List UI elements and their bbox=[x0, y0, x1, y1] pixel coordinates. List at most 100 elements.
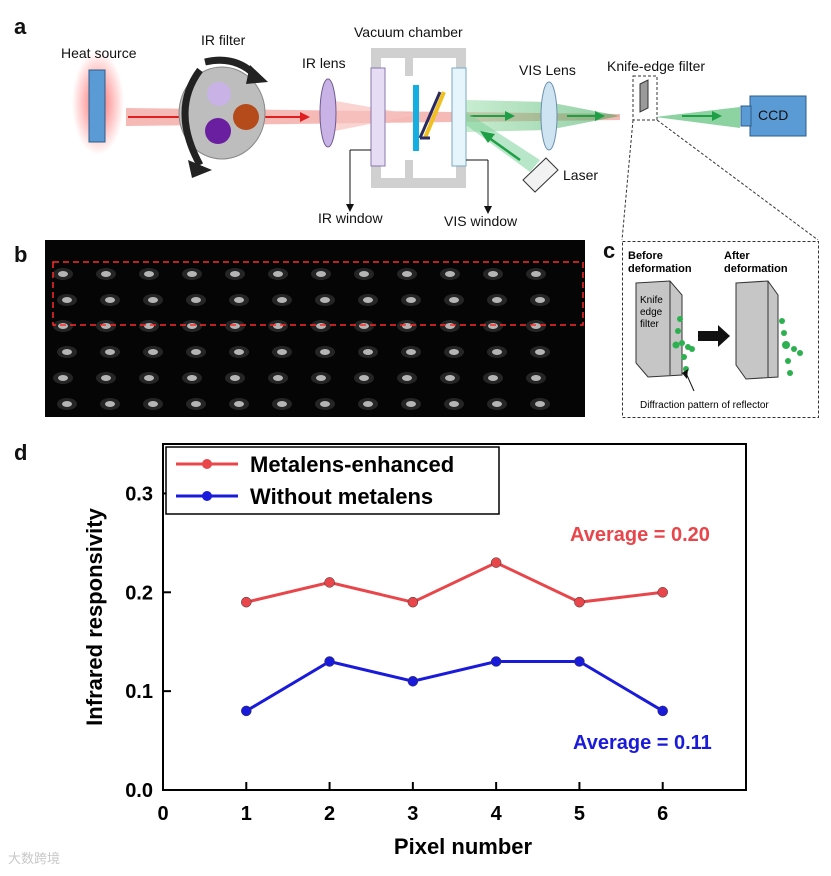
svg-text:Knife: Knife bbox=[640, 295, 663, 306]
svg-text:edge: edge bbox=[640, 307, 663, 318]
before-label: Before bbox=[628, 250, 663, 262]
diffraction-spot-halo bbox=[354, 320, 374, 332]
diffraction-spot bbox=[363, 349, 373, 355]
data-point bbox=[574, 656, 585, 667]
diffraction-spot-halo bbox=[186, 398, 206, 410]
svg-text:deformation: deformation bbox=[724, 263, 788, 275]
x-tick-label: 6 bbox=[657, 803, 668, 825]
series-line-1 bbox=[245, 560, 663, 604]
diffraction-spot bbox=[531, 271, 541, 277]
transform-arrow-icon bbox=[698, 325, 730, 347]
x-tick-label: 3 bbox=[407, 803, 418, 825]
vis-window bbox=[451, 67, 467, 167]
diffraction-spot bbox=[234, 349, 244, 355]
diffraction-spot bbox=[531, 375, 541, 381]
panel-label-a: a bbox=[14, 14, 27, 39]
diffraction-spot-halo bbox=[444, 294, 464, 306]
diffraction-spot bbox=[62, 349, 72, 355]
optical-setup-diagram bbox=[72, 48, 819, 240]
diffraction-spot bbox=[320, 401, 330, 407]
diffraction-spot bbox=[277, 401, 287, 407]
diffraction-spot-halo bbox=[225, 268, 245, 280]
annotation-average-metalens: Average = 0.20 bbox=[570, 524, 710, 546]
diffraction-spot-halo bbox=[143, 346, 163, 358]
diffraction-spot bbox=[406, 349, 416, 355]
diffraction-spot bbox=[488, 375, 498, 381]
sample bbox=[413, 85, 419, 151]
diffraction-spot-halo bbox=[229, 398, 249, 410]
diffraction-spot-halo bbox=[401, 398, 421, 410]
y-tick-label: 0.0 bbox=[125, 780, 153, 802]
diffraction-spot bbox=[316, 375, 326, 381]
diffraction-spot-halo bbox=[487, 294, 507, 306]
diffraction-spot bbox=[488, 271, 498, 277]
diffraction-spot bbox=[230, 375, 240, 381]
diffraction-spot-halo bbox=[268, 320, 288, 332]
diffraction-spot bbox=[445, 375, 455, 381]
data-point bbox=[407, 596, 419, 608]
diffraction-spot-halo bbox=[311, 372, 331, 384]
diffraction-spot-halo bbox=[526, 372, 546, 384]
diffraction-spot-halo bbox=[354, 372, 374, 384]
diffraction-spot-halo bbox=[358, 398, 378, 410]
diffraction-spot bbox=[58, 375, 68, 381]
diffraction-spot bbox=[148, 297, 158, 303]
knife-edge-box bbox=[632, 75, 658, 121]
diffraction-spot bbox=[492, 401, 502, 407]
diffraction-spot-halo bbox=[483, 372, 503, 384]
legend-marker bbox=[202, 459, 212, 469]
diffraction-spot-halo bbox=[530, 398, 550, 410]
diffraction-spot-halo bbox=[143, 294, 163, 306]
diffraction-spot bbox=[363, 401, 373, 407]
x-tick-label: 5 bbox=[574, 803, 585, 825]
ir-window bbox=[370, 67, 386, 167]
diffraction-spot bbox=[535, 401, 545, 407]
diffraction-spot-halo bbox=[401, 294, 421, 306]
diffraction-spot bbox=[230, 271, 240, 277]
diffraction-spot bbox=[492, 297, 502, 303]
data-point bbox=[657, 587, 668, 598]
panel-label-c: c bbox=[603, 238, 616, 263]
diffraction-spot-halo bbox=[483, 268, 503, 280]
diffraction-spot-halo bbox=[440, 320, 460, 332]
panel-label-d: d bbox=[14, 440, 28, 465]
diffraction-spot-halo bbox=[315, 398, 335, 410]
laser bbox=[522, 157, 559, 193]
knife-edge-filter-label: Knife-edge filter bbox=[607, 58, 706, 74]
diffraction-spot bbox=[492, 349, 502, 355]
diffraction-spot bbox=[449, 401, 459, 407]
diffraction-spot bbox=[535, 349, 545, 355]
diffraction-spot bbox=[187, 271, 197, 277]
diffraction-spot bbox=[234, 401, 244, 407]
x-tick-label: 1 bbox=[241, 803, 252, 825]
diffraction-spot bbox=[277, 297, 287, 303]
diffraction-spot-halo bbox=[272, 294, 292, 306]
diffraction-spot-halo bbox=[397, 320, 417, 332]
diffraction-spot bbox=[406, 401, 416, 407]
diffraction-spot bbox=[101, 375, 111, 381]
diffraction-spot-halo bbox=[229, 294, 249, 306]
diffraction-spot-halo bbox=[53, 372, 73, 384]
ccd-label: CCD bbox=[758, 107, 789, 123]
diffraction-spot-halo bbox=[186, 346, 206, 358]
diffraction-spot-halo bbox=[100, 294, 120, 306]
diffraction-spot-halo bbox=[139, 268, 159, 280]
data-point bbox=[490, 557, 502, 568]
diffraction-spot bbox=[445, 271, 455, 277]
diffraction-spot-halo bbox=[272, 346, 292, 358]
diffraction-spot bbox=[144, 271, 154, 277]
diffraction-spot-halo bbox=[440, 268, 460, 280]
diffraction-spot-halo bbox=[315, 346, 335, 358]
diffraction-spot-halo bbox=[96, 320, 116, 332]
data-point bbox=[407, 676, 419, 687]
y-tick-label: 0.2 bbox=[125, 582, 153, 604]
diffraction-spot-halo bbox=[229, 346, 249, 358]
diffraction-spot-halo bbox=[57, 398, 77, 410]
legend-marker bbox=[202, 491, 212, 501]
plot-frame bbox=[162, 443, 747, 791]
diffraction-spot-halo bbox=[530, 346, 550, 358]
diffraction-spot bbox=[191, 401, 201, 407]
diffraction-spot-halo bbox=[182, 268, 202, 280]
diffraction-spot-halo bbox=[487, 346, 507, 358]
